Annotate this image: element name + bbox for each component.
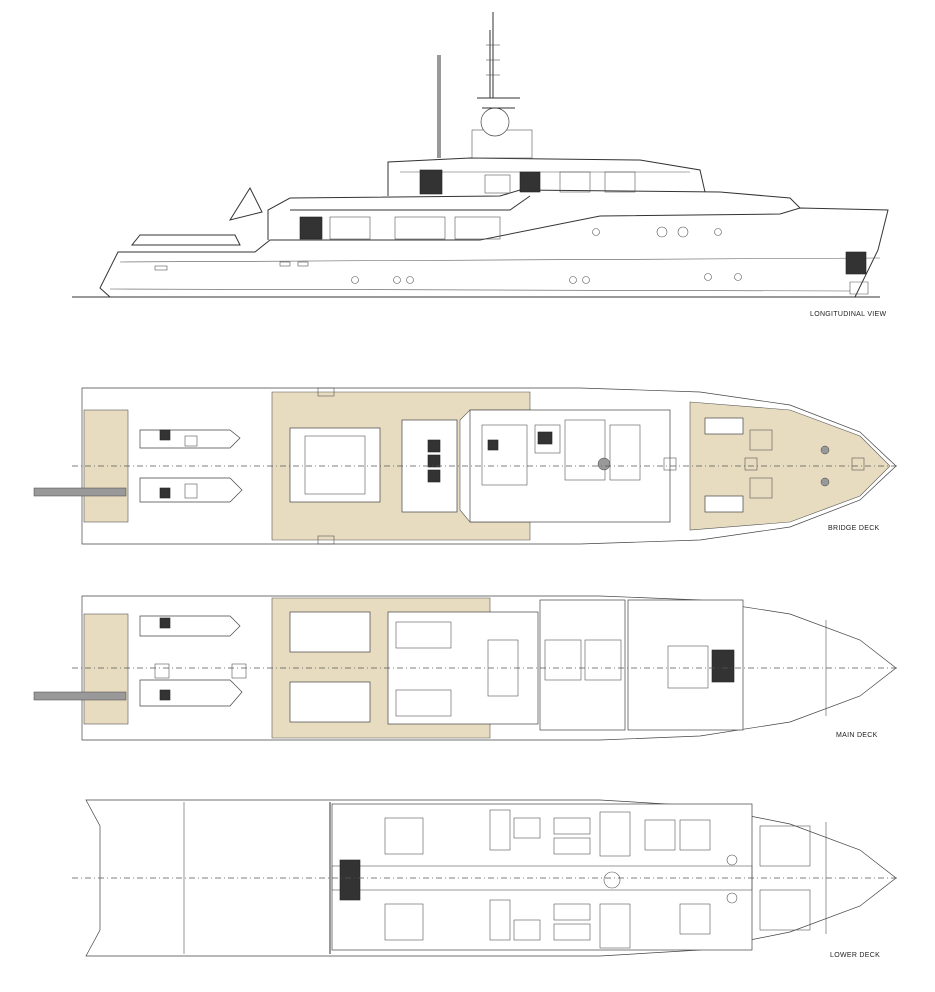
hull-profile [99,207,889,298]
main-passerelle [33,691,127,701]
main-tender-upper [139,615,241,637]
sunpad-area [289,427,381,503]
tender-lower [139,477,243,503]
window [299,216,323,240]
bridge-deck-plan: BRIDGE DECK [33,387,900,545]
main-deck-plan: MAIN DECK [33,595,900,741]
lower-deck-label: LOWER DECK [830,952,880,959]
radar-dome [480,107,510,137]
bow-logo [845,251,867,275]
sunbed [704,417,744,435]
tender-upper [139,429,241,449]
main-swim-platform [83,613,129,725]
main-tender-lower [139,679,243,707]
main-deck-label: MAIN DECK [836,732,878,739]
longitudinal-view: LONGITUDINAL VIEW [72,12,889,318]
tender-profile [130,234,241,246]
bridge-superstructure [387,157,706,196]
lower-deck-plan: LOWER DECK [72,799,900,959]
bridge-deck-label: BRIDGE DECK [828,525,880,532]
guest-cabins [331,803,753,951]
sunbed [704,495,744,513]
longitudinal-view-label: LONGITUDINAL VIEW [810,311,886,318]
helm-wheel [597,457,611,471]
passerelle [33,487,127,497]
